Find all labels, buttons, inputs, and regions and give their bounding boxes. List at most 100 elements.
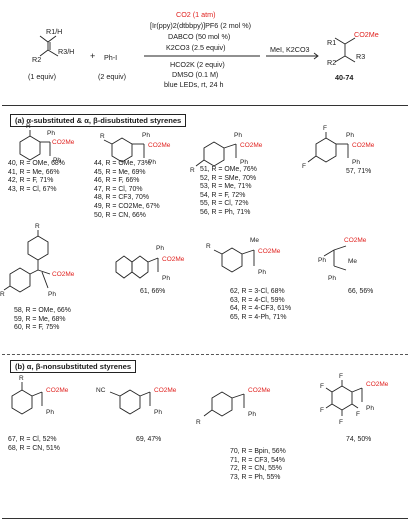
structure-40-43: R Ph CO2Me Ph: [19, 123, 75, 164]
svg-text:CO2Me: CO2Me: [248, 387, 271, 394]
svg-text:NC: NC: [96, 387, 106, 394]
product-r2: R2: [327, 58, 337, 67]
compounds-70-73: 70, R = Bpin, 56% 71, R = CF3, 54% 72, R…: [230, 448, 286, 482]
compound-41: 41, R = Me, 66%: [8, 168, 60, 176]
svg-text:R: R: [206, 243, 211, 250]
svg-text:Ph: Ph: [248, 411, 256, 418]
compounds-67-68: 67, R = Cl, 52% 68, R = CN, 51%: [8, 436, 60, 453]
svg-text:Ph: Ph: [48, 291, 56, 298]
catalyst-condition: [Ir(ppy)2(dtbbpy)]PF6 (2 mol %): [150, 21, 252, 30]
svg-text:R: R: [196, 419, 201, 426]
compound-44: 44, R = OMe, 73%: [94, 160, 151, 167]
section-a-title: (a) α-substituted & α, β-disubstituted s…: [10, 114, 187, 127]
methylation-condition: MeI, K2CO3: [270, 45, 310, 54]
structure-62-65: R Me CO2Me Ph: [206, 237, 281, 276]
svg-text:Ph: Ph: [154, 409, 162, 416]
svg-text:F: F: [320, 383, 324, 390]
reagent-phi: Ph-I: [104, 53, 118, 62]
compound-69-label: 69, 47%: [136, 436, 161, 445]
compound-70: 70, R = Bpin, 56%: [230, 448, 286, 455]
svg-text:R: R: [35, 223, 40, 230]
compound-64: 64, R = 4-CF3, 61%: [230, 305, 292, 313]
svg-text:CO2Me: CO2Me: [366, 381, 389, 388]
structure-70-73: R CO2Me Ph: [196, 387, 271, 426]
svg-text:Ph: Ph: [142, 132, 150, 139]
svg-text:CO2Me: CO2Me: [148, 142, 171, 149]
product-r1: R1: [327, 38, 337, 47]
r3h-label: R3/H: [58, 47, 75, 56]
svg-text:Ph: Ph: [240, 159, 248, 166]
structure-74: F F F F F CO2Me Ph: [320, 373, 389, 426]
svg-text:R: R: [190, 167, 195, 174]
compounds-44-50: 44, R = OMe, 73% 45, R = Me, 69% 46, R =…: [94, 160, 160, 220]
structure-67-68: R CO2Me Ph: [11, 375, 69, 416]
svg-text:CO2Me: CO2Me: [352, 142, 375, 149]
compound-71: 71, R = CF3, 54%: [230, 456, 285, 464]
compound-61: 61, 66%: [140, 288, 166, 295]
compound-59: 59, R = Me, 68%: [14, 315, 66, 323]
svg-text:R: R: [0, 291, 5, 298]
svg-text:CO2Me: CO2Me: [46, 387, 69, 394]
reaction-arrow: [144, 52, 319, 60]
compound-52: 52, R = SMe, 70%: [200, 174, 257, 182]
compound-65: 65, R = 4-Ph, 71%: [230, 313, 287, 321]
reagent-equiv: (2 equiv): [98, 72, 126, 81]
product-r3: R3: [356, 52, 366, 61]
co2-condition: CO2 (1 atm): [176, 10, 216, 19]
product-range: 40-74: [335, 73, 354, 82]
compound-61-label: 61, 66%: [140, 288, 165, 297]
compound-51: 51, R = OMe, 76%: [200, 166, 257, 173]
svg-text:R: R: [26, 123, 31, 130]
compound-53: 53, R = Me, 71%: [200, 183, 252, 191]
divider-bottom: [2, 518, 408, 519]
svg-text:R: R: [19, 375, 24, 382]
compound-55: 55, R = Cl, 72%: [200, 200, 249, 208]
svg-text:F: F: [356, 411, 360, 418]
compounds-62-65: 62, R = 3-Cl, 68% 63, R = 4-Cl, 59% 64, …: [230, 288, 291, 322]
r2-label: R2: [32, 55, 42, 64]
svg-text:F: F: [339, 373, 343, 380]
svg-text:Ph: Ph: [328, 275, 336, 282]
svg-text:Ph: Ph: [148, 159, 156, 166]
compound-57-label: 57, 71%: [346, 168, 371, 177]
structure-61: Ph CO2Me Ph: [115, 245, 185, 282]
compound-69: 69, 47%: [136, 436, 162, 443]
divider-middle: [2, 354, 408, 355]
svg-text:Ph: Ph: [346, 132, 354, 139]
svg-text:Ph: Ph: [234, 132, 242, 139]
compound-66: 66, 56%: [348, 288, 374, 295]
compound-74-label: 74, 50%: [346, 436, 371, 445]
svg-text:Me: Me: [348, 258, 357, 265]
compound-62: 62, R = 3-Cl, 68%: [230, 288, 285, 295]
svg-text:CO2Me: CO2Me: [162, 256, 185, 263]
compound-54: 54, R = F, 72%: [200, 191, 246, 199]
svg-text:CO2Me: CO2Me: [52, 139, 75, 146]
hco2k-condition: HCO2K (2 equiv): [170, 60, 225, 69]
compound-60: 60, R = F, 75%: [14, 324, 60, 332]
compound-45: 45, R = Me, 69%: [94, 168, 146, 176]
svg-text:Ph: Ph: [156, 245, 164, 252]
product-co2me: CO2Me: [354, 30, 379, 39]
divider-top: [2, 105, 408, 106]
svg-text:CO2Me: CO2Me: [240, 142, 263, 149]
svg-text:CO2Me: CO2Me: [344, 237, 367, 244]
svg-text:CO2Me: CO2Me: [154, 387, 177, 394]
svg-text:Ph: Ph: [352, 159, 360, 166]
svg-text:Ph: Ph: [162, 275, 170, 282]
product-structure: [334, 37, 356, 63]
compounds-51-56: 51, R = OMe, 76% 52, R = SMe, 70% 53, R …: [200, 166, 257, 218]
solvent-condition: DMSO (0.1 M): [172, 70, 219, 79]
compounds-58-60: 58, R = OMe, 66% 59, R = Me, 68% 60, R =…: [14, 307, 71, 333]
compound-57: 57, 71%: [346, 168, 372, 175]
compound-66-label: 66, 56%: [348, 288, 373, 297]
compound-67: 67, R = Cl, 52%: [8, 436, 57, 443]
substrate-structure: [39, 35, 59, 57]
svg-text:F: F: [320, 407, 324, 414]
svg-text:F: F: [302, 163, 306, 170]
compound-72: 72, R = CN, 55%: [230, 465, 282, 473]
compound-56: 56, R = Ph, 71%: [200, 208, 251, 216]
svg-text:Ph: Ph: [258, 269, 266, 276]
svg-text:Me: Me: [250, 237, 259, 244]
structure-66: CO2Me Me Ph Ph: [318, 237, 367, 282]
compound-74: 74, 50%: [346, 436, 372, 443]
